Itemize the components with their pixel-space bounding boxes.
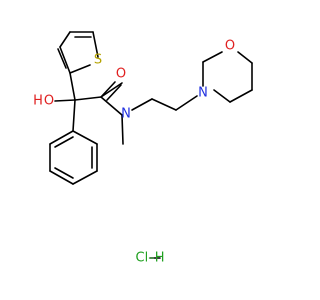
bond [72, 130, 98, 145]
sulfur-atom-label: S [94, 53, 102, 68]
bond [229, 89, 253, 103]
bond [69, 72, 76, 101]
carbonyl-oxygen-label: O [116, 67, 126, 82]
bond [100, 81, 116, 98]
amide-group [100, 81, 124, 145]
bond [54, 136, 74, 148]
bond [57, 48, 67, 69]
bond [237, 51, 253, 64]
molecule-structure: S O H O N N O Cl–H [33, 31, 253, 266]
ethyl-linker [131, 95, 198, 111]
bond [69, 64, 91, 74]
bond [151, 98, 177, 111]
bond [106, 84, 122, 101]
bond [92, 31, 99, 58]
bond [175, 95, 198, 111]
benzene-ring [49, 130, 98, 185]
thiophene-ring [57, 31, 99, 74]
amide-nitrogen-label: N [121, 107, 131, 122]
morpholine-oxygen-label: O [225, 39, 235, 54]
bond [54, 99, 76, 102]
bond [213, 89, 231, 103]
bond [121, 114, 124, 145]
bond [49, 170, 74, 185]
morpholine-ring [202, 51, 253, 103]
hydroxyl-hydrogen-label: H [33, 94, 43, 109]
central-carbon-bonds [54, 72, 102, 132]
bond [100, 96, 123, 116]
bond [74, 96, 102, 101]
bond [49, 130, 74, 145]
bond [100, 82, 123, 98]
bond [59, 46, 71, 74]
hydrochloride-label: Cl–H [136, 251, 165, 266]
hydroxyl-oxygen-label: O [44, 94, 54, 109]
bond [54, 167, 74, 179]
bond [72, 170, 98, 185]
bond [59, 31, 71, 48]
morpholine-nitrogen-label: N [198, 86, 208, 101]
bond [131, 98, 153, 111]
bond [72, 99, 76, 132]
bond [202, 51, 223, 63]
